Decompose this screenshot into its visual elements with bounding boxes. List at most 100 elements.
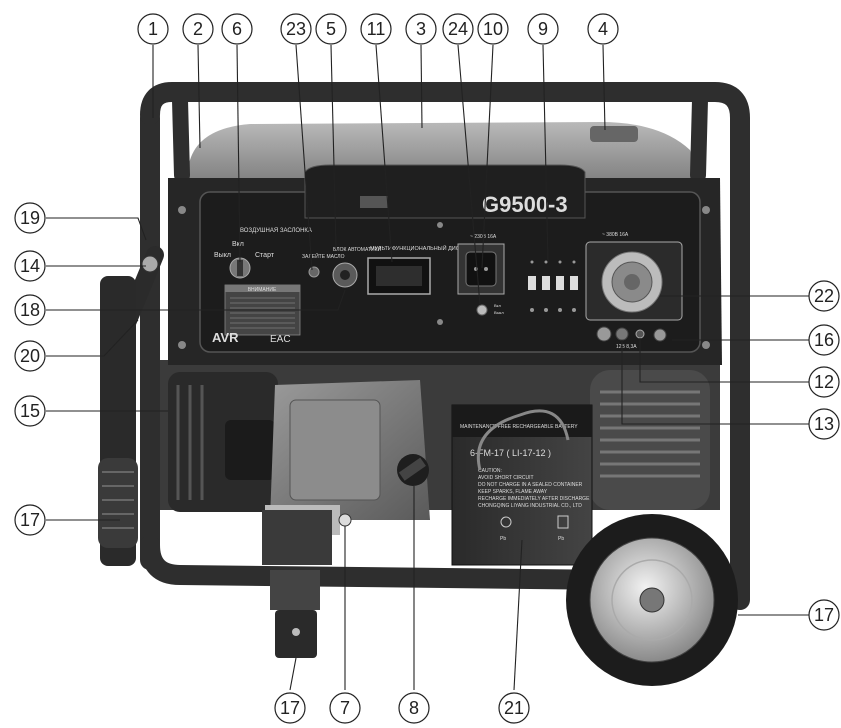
svg-text:17: 17 (20, 510, 40, 530)
svg-text:11: 11 (367, 19, 386, 39)
svg-text:14: 14 (20, 256, 40, 276)
svg-text:17: 17 (814, 605, 834, 625)
callout-24: 24 (442, 13, 474, 45)
fuel-gauge (590, 126, 638, 142)
svg-text:24: 24 (448, 19, 468, 39)
leader-lines (46, 44, 809, 691)
recycle-icon (500, 516, 512, 528)
warning-title: ВНИМАНИЕ (248, 287, 277, 293)
caution-line: DO NOT CHARGE IN A SEALED CONTAINER (478, 482, 583, 488)
svg-text:17: 17 (280, 698, 300, 718)
pb-right: Pb (558, 536, 564, 542)
handle-pivot (141, 255, 159, 273)
eac-mark: EAC (270, 334, 291, 345)
svg-text:4: 4 (598, 19, 608, 39)
callout-6: 6 (221, 13, 253, 45)
svg-text:13: 13 (814, 414, 834, 434)
callout-2: 2 (182, 13, 214, 45)
dc-terminals[interactable]: 12В 8,3А (596, 326, 667, 350)
callout-17-left: 17 (14, 504, 46, 536)
callout-23: 23 (280, 13, 312, 45)
battery-model: 6-FM-17 ( LI-17-12 ) (470, 448, 551, 458)
svg-text:23: 23 (286, 19, 306, 39)
svg-text:20: 20 (20, 346, 40, 366)
callout-4: 4 (587, 13, 619, 45)
svg-text:12: 12 (814, 372, 834, 392)
callout-11: 11 (360, 13, 392, 45)
engine (168, 372, 430, 535)
svg-text:1: 1 (148, 19, 158, 39)
svg-text:22: 22 (814, 286, 834, 306)
callout-3: 3 (405, 13, 437, 45)
callout-10: 10 (477, 13, 509, 45)
svg-text:16: 16 (814, 330, 834, 350)
callout-17-bottom: 17 (274, 692, 306, 724)
panel-screws (178, 206, 710, 349)
socket-380-label: ~ 380В 16А (602, 232, 629, 238)
brand-logo (360, 196, 388, 208)
callout-1: 1 (137, 13, 169, 45)
pb-left: Pb (500, 536, 506, 542)
battery-cable (476, 409, 570, 471)
oil-filler-cap[interactable] (397, 454, 429, 486)
ignition-switch[interactable]: ВОЗДУШНАЯ ЗАСЛОНКА Выкл Вкл Старт (214, 228, 312, 279)
switch-off-label: Выкл (214, 252, 231, 259)
callout-5: 5 (315, 13, 347, 45)
callout-9: 9 (527, 13, 559, 45)
battery-caution: CAUTION: AVOID SHORT CIRCUIT DO NOT CHAR… (478, 468, 590, 509)
automation-block[interactable]: БЛОК АВТОМАТИКИ (332, 247, 381, 288)
switch-on-label: Вкл (232, 241, 244, 248)
choke-title: ВОЗДУШНАЯ ЗАСЛОНКА (240, 228, 312, 234)
callout-15: 15 (14, 395, 46, 427)
caution-line: CHONGQING LIYANG INDUSTRIAL CO., LTD (478, 503, 582, 509)
bin-icon (557, 515, 569, 529)
callout-17-right: 17 (808, 599, 840, 631)
on-small-label: Вкл (494, 303, 501, 308)
callout-12: 12 (808, 366, 840, 398)
battery: MAINTENANCE FREE RECHARGEABLE BATTERY 6-… (451, 404, 593, 566)
callout-14: 14 (14, 250, 46, 282)
svg-text:9: 9 (538, 19, 548, 39)
wheel[interactable] (566, 514, 738, 686)
caution-line: CAUTION: (478, 468, 502, 474)
off-small-label: Выкл (494, 310, 504, 315)
avr-logo: AVR (212, 330, 239, 345)
callout-16: 16 (808, 324, 840, 356)
auto-label: БЛОК АВТОМАТИКИ (333, 247, 381, 253)
reset-button[interactable]: Вкл Выкл (476, 303, 504, 316)
svg-text:19: 19 (20, 208, 40, 228)
caution-line: RECHARGE IMMEDIATELY AFTER DISCHARGE (478, 496, 590, 502)
callout-18: 18 (14, 294, 46, 326)
multifunction-display: МУЛЬТИФУНКЦИОНАЛЬНЫЙ ДИСПЛЕЙ (367, 244, 475, 295)
svg-text:15: 15 (20, 401, 40, 421)
handle-grip[interactable] (98, 276, 138, 566)
socket-230v[interactable]: ~ 230В 16А (457, 234, 505, 295)
caution-line: KEEP SPARKS, FLAME AWAY (478, 489, 548, 495)
switch-start-label: Старт (255, 252, 275, 259)
circuit-breakers[interactable] (528, 260, 578, 313)
callout-22: 22 (808, 280, 840, 312)
socket-380v[interactable]: ~ 380В 16А (585, 232, 683, 321)
display-label: МУЛЬТИФУНКЦИОНАЛЬНЫЙ ДИСПЛЕЙ (370, 244, 475, 252)
battery-top-label: MAINTENANCE FREE RECHARGEABLE BATTERY (460, 424, 578, 430)
callout-21: 21 (498, 692, 530, 724)
model-name: G9500-3 (482, 192, 568, 217)
svg-text:5: 5 (326, 19, 336, 39)
ground-terminal[interactable] (653, 328, 667, 342)
caution-line: AVOID SHORT CIRCUIT (478, 475, 534, 481)
callout-7: 7 (329, 692, 361, 724)
svg-text:18: 18 (20, 300, 40, 320)
svg-text:2: 2 (193, 19, 203, 39)
callout-19: 19 (14, 202, 46, 234)
oil-drain-plug[interactable] (338, 513, 352, 527)
callout-13: 13 (808, 408, 840, 440)
svg-text:7: 7 (340, 698, 350, 718)
alternator (590, 370, 710, 510)
callout-8: 8 (398, 692, 430, 724)
support-foot (262, 510, 332, 658)
svg-text:21: 21 (504, 698, 524, 718)
svg-text:3: 3 (416, 19, 426, 39)
oil-label: ЗАЛЕЙТЕ МАСЛО (302, 252, 345, 260)
svg-text:8: 8 (409, 698, 419, 718)
